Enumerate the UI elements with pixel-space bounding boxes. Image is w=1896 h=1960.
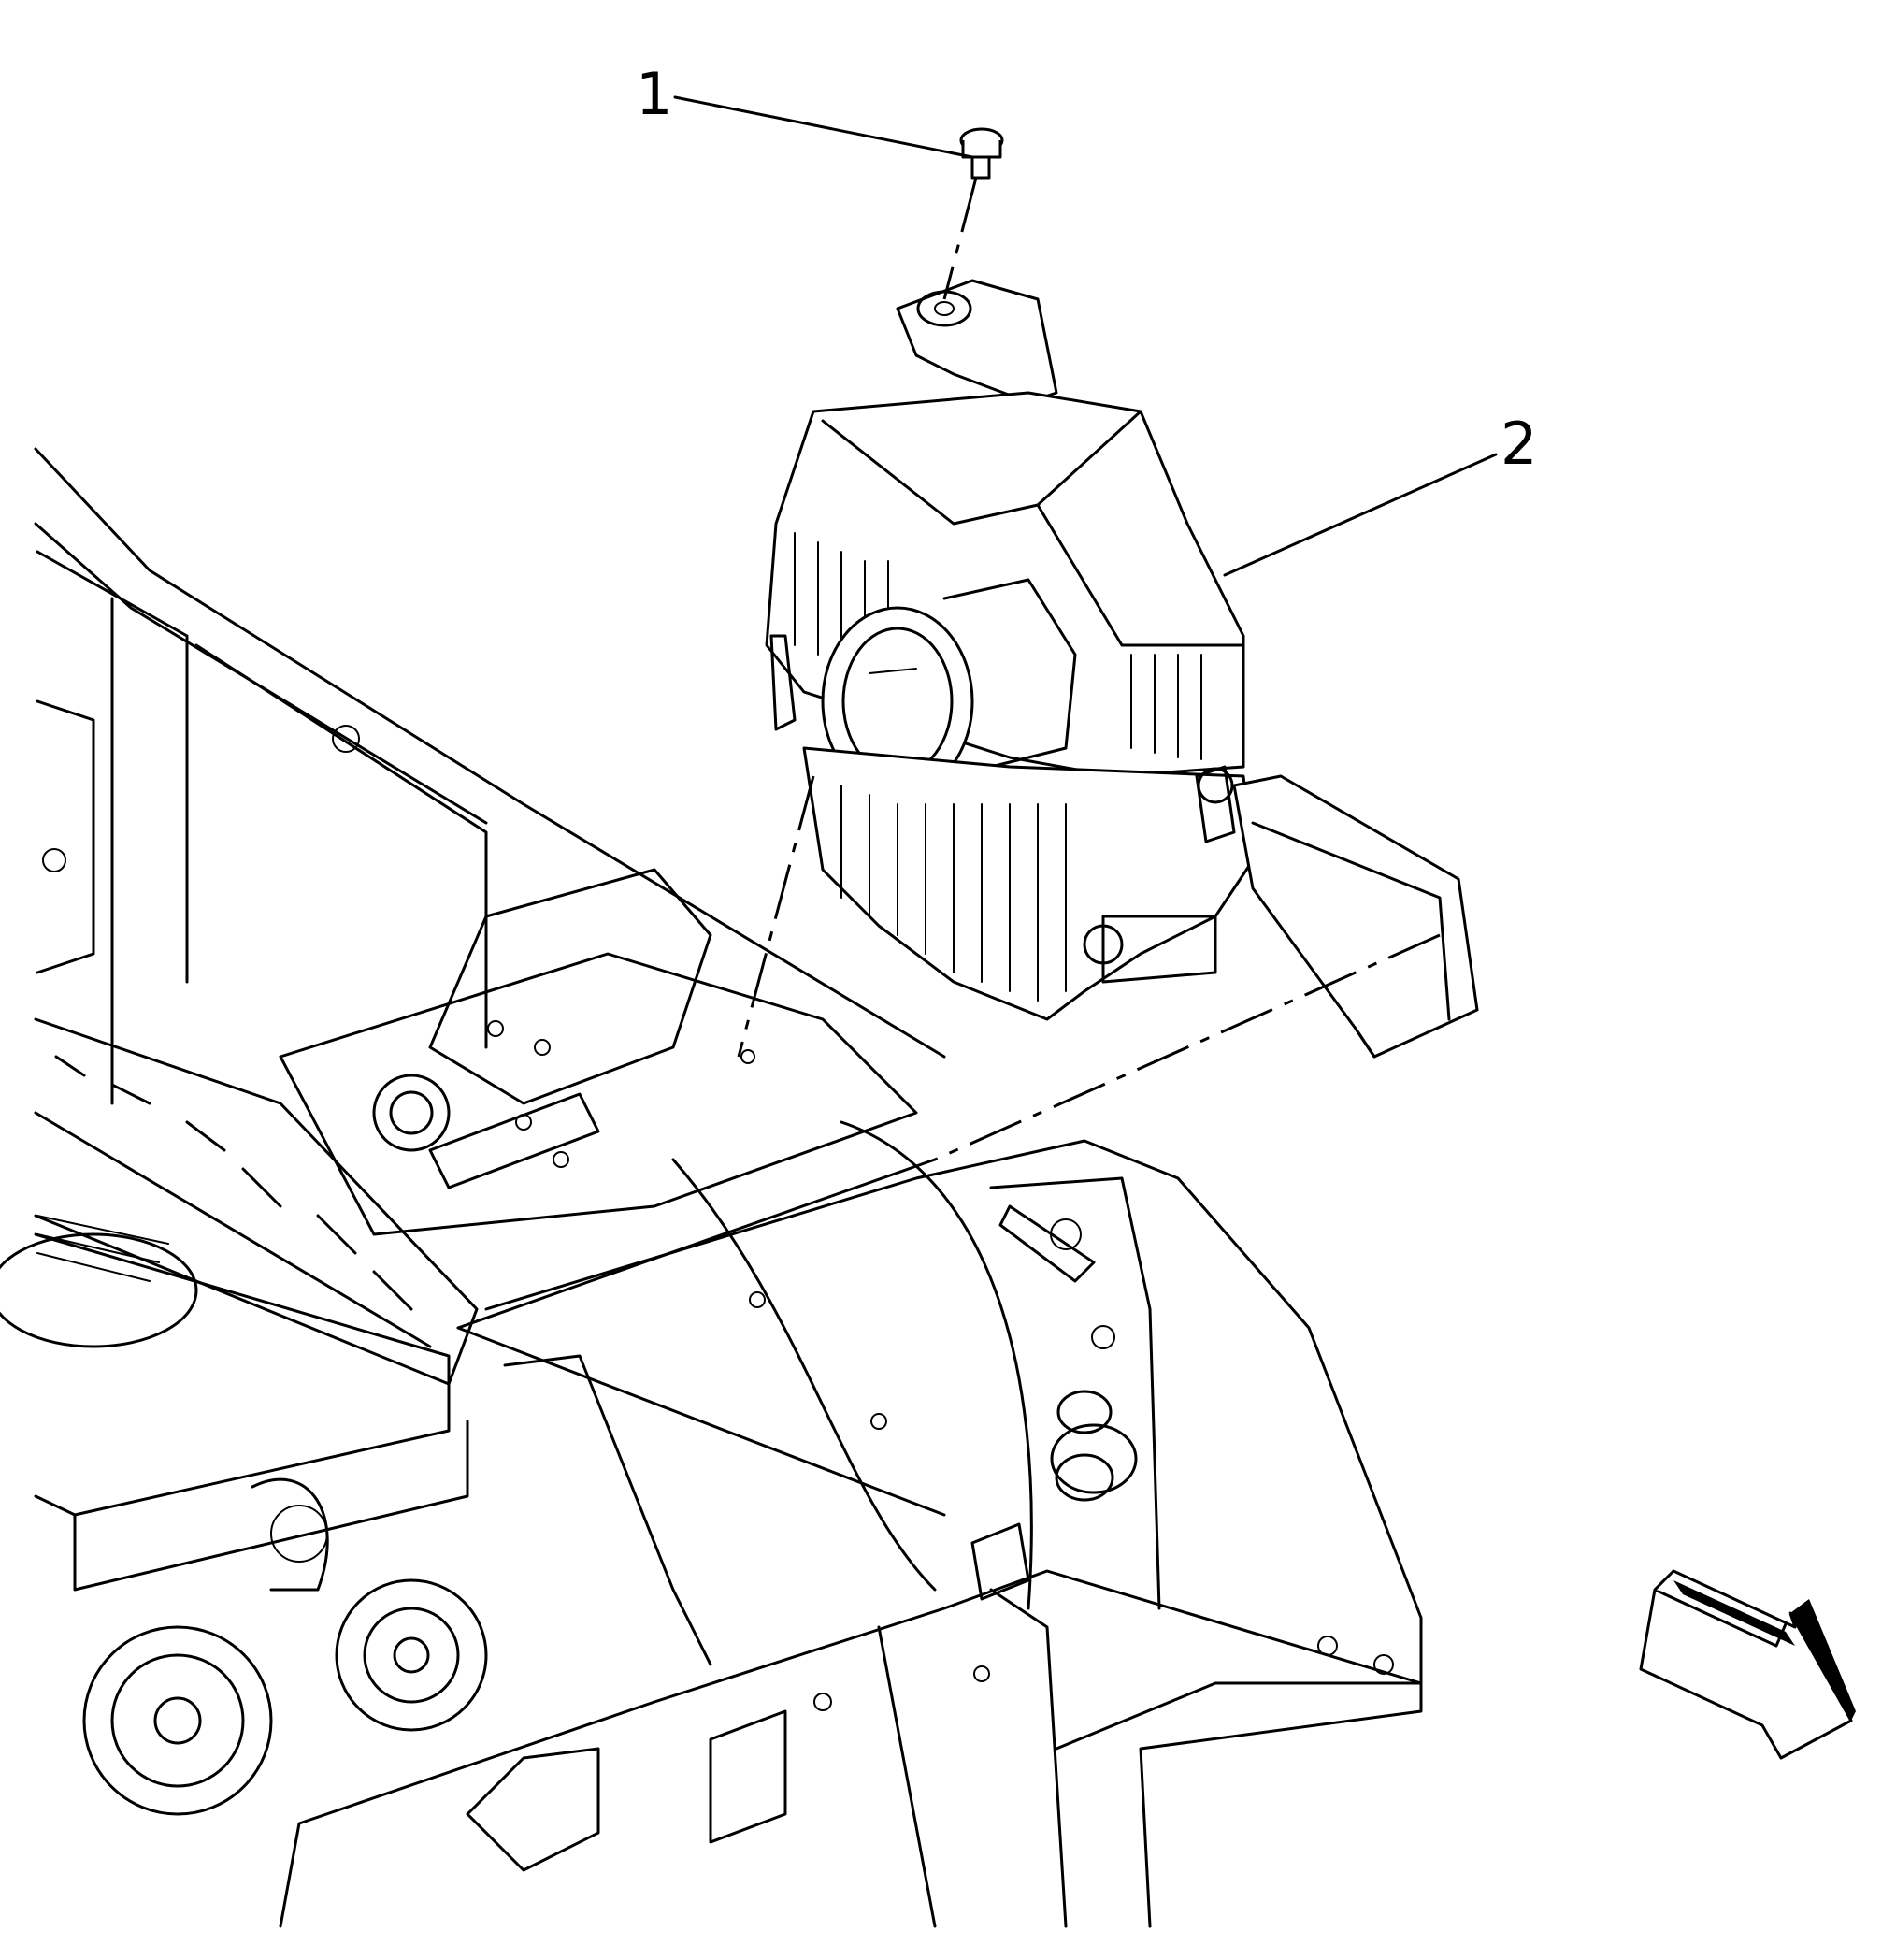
engine-compartment-structure [0,447,1423,1928]
bolt [959,127,1004,180]
callout-2-label: 2 [1501,410,1537,478]
callout-1: 1 [636,60,974,159]
callout-1-label: 1 [636,60,672,128]
air-cleaner-assembly [765,279,1479,1059]
forward-direction-arrow-icon [1639,1569,1856,1760]
alignment-lines [456,177,1441,1517]
callout-2: 2 [1223,410,1537,577]
